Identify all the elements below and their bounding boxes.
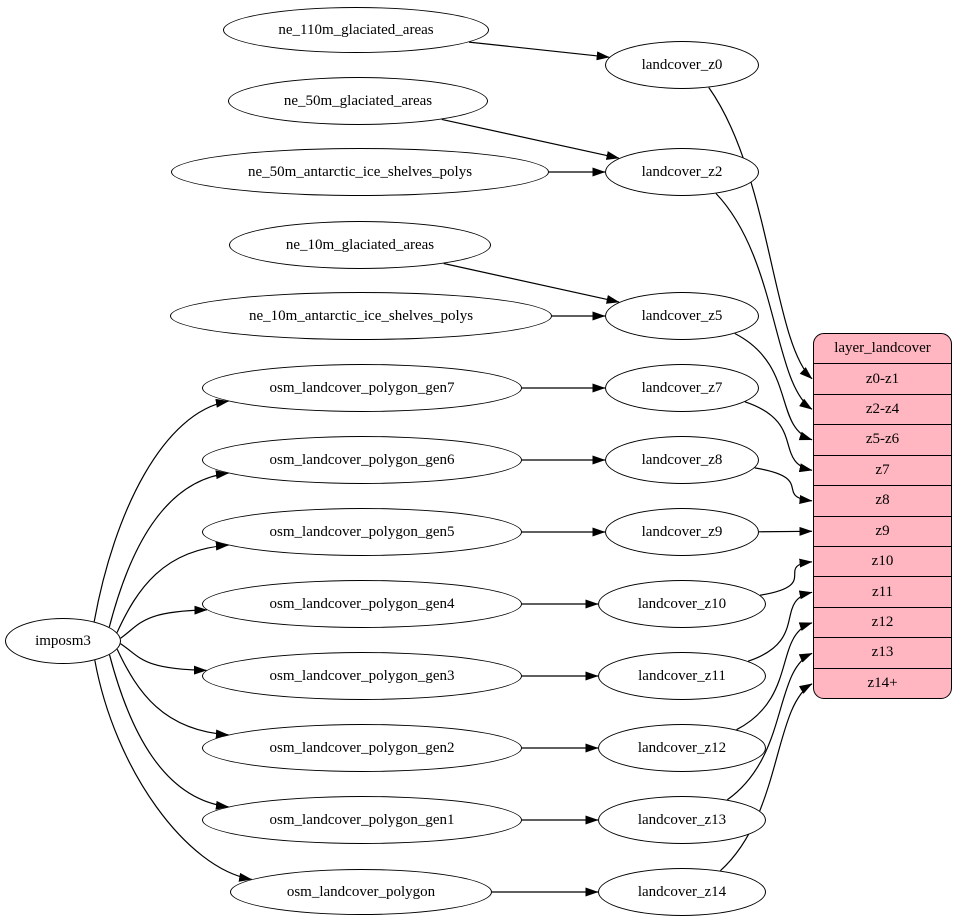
node-landcover-z9: landcover_z9	[605, 508, 759, 556]
node-landcover-z12: landcover_z12	[598, 724, 766, 772]
node-osm-landcover-polygon-gen5: osm_landcover_polygon_gen5	[202, 508, 522, 556]
node-ne-110m-glaciated-areas: ne_110m_glaciated_areas	[223, 7, 489, 53]
node-landcover-z10: landcover_z10	[598, 580, 766, 628]
edge-landcover_z5-to-z5-z6	[734, 332, 813, 441]
node-osm-landcover-polygon-gen4: osm_landcover_polygon_gen4	[202, 580, 522, 628]
edge-imposm3-to-osm_landcover_polygon_gen1	[108, 654, 229, 810]
table-title: layer_landcover	[834, 340, 931, 357]
table-row-z10: z10	[814, 545, 951, 576]
node-ne-10m-antarctic-ice-shelves-polys: ne_10m_antarctic_ice_shelves_polys	[170, 292, 552, 340]
table-row-z2-z4: z2-z4	[814, 393, 951, 424]
node-imposm3: imposm3	[5, 618, 121, 664]
table-row-z9: z9	[814, 515, 951, 546]
edge-landcover_z14-to-z14+	[719, 683, 813, 872]
node-osm-landcover-polygon-gen7: osm_landcover_polygon_gen7	[202, 364, 522, 412]
edge-landcover_z8-to-z8	[754, 467, 813, 504]
edge-imposm3-to-osm_landcover_polygon_gen6	[108, 470, 229, 628]
edge-imposm3-to-osm_landcover_polygon_gen7	[93, 398, 229, 622]
node-ne-10m-glaciated-areas: ne_10m_glaciated_areas	[229, 221, 491, 269]
edge-landcover_z9-to-z9	[758, 526, 813, 536]
node-osm-landcover-polygon: osm_landcover_polygon	[230, 869, 492, 915]
edge-landcover_z7-to-z7	[744, 401, 813, 473]
edge-ne_50m_glaciated_areas-to-landcover_z2	[441, 118, 620, 160]
table-row-z7: z7	[814, 454, 951, 485]
node-osm-landcover-polygon-gen6: osm_landcover_polygon_gen6	[202, 436, 522, 484]
table-row-z13: z13	[814, 637, 951, 667]
edge-landcover_z12-to-z12	[736, 622, 813, 731]
layer-landcover-table: layer_landcover z0-z1 z2-z4 z5-z6 z7 z8 …	[813, 333, 952, 699]
table-row-z12: z12	[814, 606, 951, 637]
table-row-z5-z6: z5-z6	[814, 424, 951, 454]
edges	[93, 41, 813, 897]
node-landcover-z2: landcover_z2	[605, 148, 759, 196]
edge-imposm3-to-osm_landcover_polygon	[94, 660, 253, 882]
node-ne-50m-antarctic-ice-shelves-polys: ne_50m_antarctic_ice_shelves_polys	[171, 148, 549, 196]
node-landcover-z5: landcover_z5	[605, 292, 759, 340]
table-row-z14plus: z14+	[814, 667, 951, 698]
edge-imposm3-to-osm_landcover_polygon_gen4	[120, 605, 208, 639]
edge-ne_10m_glaciated_areas-to-landcover_z5	[443, 262, 620, 304]
table-row-z8: z8	[814, 485, 951, 515]
node-osm-landcover-polygon-gen1: osm_landcover_polygon_gen1	[202, 796, 522, 844]
edge-landcover_z2-to-z2-z4	[715, 193, 813, 410]
node-landcover-z14: landcover_z14	[598, 868, 766, 916]
table-row-z0-z1: z0-z1	[814, 363, 951, 393]
node-landcover-z7: landcover_z7	[605, 364, 759, 412]
edge-landcover_z11-to-z11	[747, 590, 813, 662]
node-landcover-z0: landcover_z0	[605, 41, 759, 89]
node-landcover-z13: landcover_z13	[598, 796, 766, 844]
edge-landcover_z13-to-z13	[726, 652, 813, 801]
edge-ne_110m_glaciated_areas-to-landcover_z0	[468, 41, 610, 61]
table-row-z11: z11	[814, 576, 951, 606]
node-ne-50m-glaciated-areas: ne_50m_glaciated_areas	[228, 77, 488, 125]
edge-imposm3-to-osm_landcover_polygon_gen5	[116, 541, 229, 633]
node-landcover-z8: landcover_z8	[605, 436, 759, 484]
node-osm-landcover-polygon-gen2: osm_landcover_polygon_gen2	[202, 724, 522, 772]
edge-imposm3-to-osm_landcover_polygon_gen3	[120, 643, 207, 675]
node-landcover-z11: landcover_z11	[598, 652, 766, 700]
edge-landcover_z10-to-z10	[760, 558, 813, 596]
edge-imposm3-to-osm_landcover_polygon_gen2	[116, 648, 229, 739]
edge-landcover_z0-to-z0-z1	[708, 87, 813, 380]
node-osm-landcover-polygon-gen3: osm_landcover_polygon_gen3	[202, 652, 522, 700]
